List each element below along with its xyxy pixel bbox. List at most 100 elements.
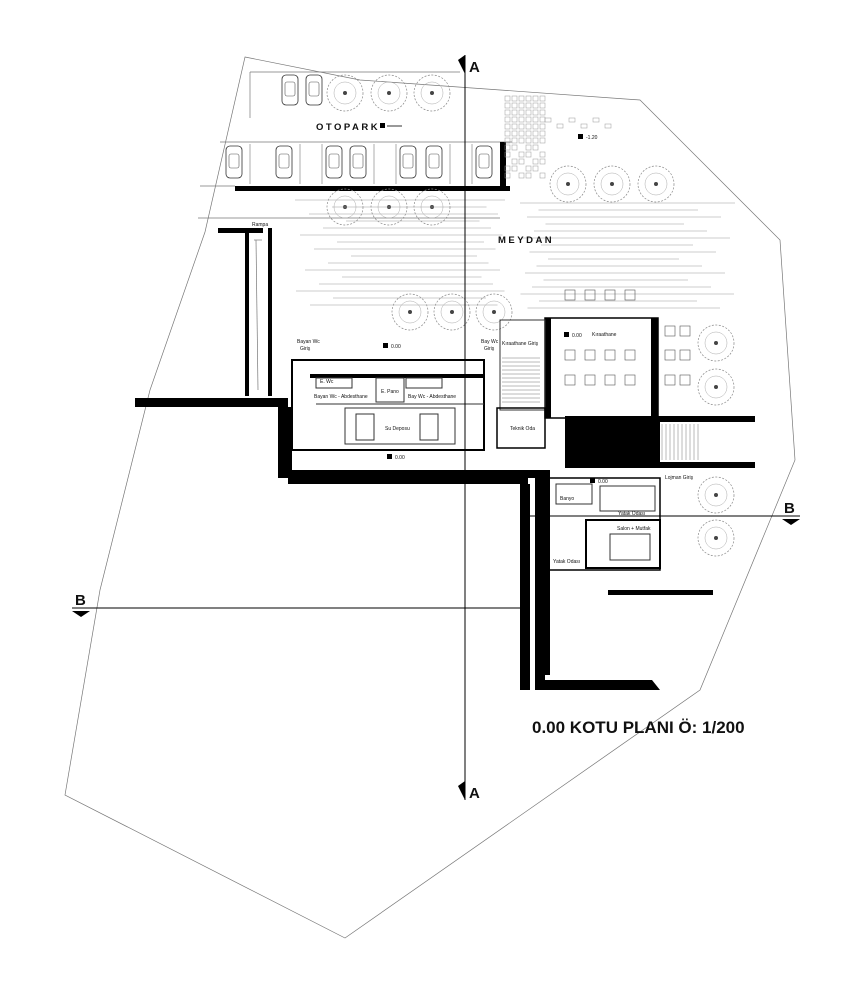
engelli-wc-label: E. Wc xyxy=(320,379,334,385)
tree-inner xyxy=(704,526,728,550)
car-roof xyxy=(308,81,320,97)
paving-tile xyxy=(511,137,518,144)
otopark-label: OTOPARK xyxy=(316,122,380,133)
bayan-wc-entrance-label-2: Giriş xyxy=(300,346,311,352)
table xyxy=(664,325,676,337)
paving-tile xyxy=(592,117,600,123)
paving-tile xyxy=(532,116,539,123)
paving-tile xyxy=(539,172,546,179)
car-body xyxy=(325,145,343,179)
tree-inner xyxy=(377,81,401,105)
table xyxy=(584,289,596,301)
section-b-right-label: B xyxy=(784,500,795,517)
tree-canopy xyxy=(637,165,675,203)
paving-tile xyxy=(532,109,539,116)
tree-trunk xyxy=(714,536,718,540)
paving-tile xyxy=(518,109,525,116)
kiraathane-building xyxy=(496,317,699,468)
paving-tile xyxy=(532,130,539,137)
paving-tile xyxy=(511,130,518,137)
paving-tile xyxy=(518,151,525,158)
tree-trunk xyxy=(714,341,718,345)
tree-icon xyxy=(593,165,631,203)
paving-tile xyxy=(539,109,546,116)
tree-canopy xyxy=(475,293,513,331)
tree-icon xyxy=(697,519,735,557)
paving-tile xyxy=(532,158,539,165)
paving-tile xyxy=(518,158,525,165)
tree-trunk xyxy=(387,91,391,95)
bay-wc-entrance-label-2: Giriş xyxy=(484,346,495,352)
tree-canopy xyxy=(549,165,587,203)
paving-tile xyxy=(539,116,546,123)
tree-icon xyxy=(370,74,408,112)
paving-tile xyxy=(525,137,532,144)
table xyxy=(564,349,576,361)
car-body xyxy=(425,145,443,179)
tree-canopy xyxy=(697,368,735,406)
tree-icon xyxy=(697,476,735,514)
paving-tile xyxy=(504,123,511,130)
paving-tile xyxy=(518,172,525,179)
car xyxy=(281,74,299,106)
site-boundary xyxy=(64,56,796,939)
tree-icon xyxy=(697,368,735,406)
paving-tile xyxy=(525,172,532,179)
paving-tile xyxy=(511,95,518,102)
paving-tile xyxy=(525,165,532,172)
e-pano-label: E. Pano xyxy=(381,389,399,395)
car xyxy=(325,145,343,179)
lojman-building xyxy=(547,477,661,571)
car-roof xyxy=(352,153,364,169)
rampa-label: Rampa xyxy=(252,222,268,228)
car-body xyxy=(349,145,367,179)
paving-tile xyxy=(539,151,546,158)
car-body xyxy=(275,145,293,179)
paving-tile xyxy=(525,151,532,158)
tree-trunk xyxy=(610,182,614,186)
paving-tile xyxy=(525,123,532,130)
paving-tile xyxy=(532,123,539,130)
tree-trunk xyxy=(430,91,434,95)
car-body xyxy=(305,74,323,106)
paving-tile xyxy=(504,95,511,102)
paving-tile xyxy=(532,144,539,151)
table xyxy=(564,289,576,301)
tree-trunk xyxy=(714,493,718,497)
paving-tile xyxy=(518,130,525,137)
su-deposu-label: Su Deposu xyxy=(385,426,410,432)
kiraathane-label: Kıraathane xyxy=(592,332,617,338)
plaza-paving xyxy=(295,199,735,309)
car xyxy=(275,145,293,179)
tree-canopy xyxy=(433,293,471,331)
tree-canopy xyxy=(697,519,735,557)
tree-inner xyxy=(704,331,728,355)
paving-tile xyxy=(568,117,576,123)
car xyxy=(349,145,367,179)
paving-tile xyxy=(511,116,518,123)
tree-inner xyxy=(333,81,357,105)
bay-wc-abdesthane-label: Bay Wc - Abdesthane xyxy=(408,394,456,400)
bayan-wc-abdesthane-label: Bayan Wc - Abdesthane xyxy=(314,394,368,400)
car-roof xyxy=(328,153,340,169)
paving-tile xyxy=(504,102,511,109)
paving-tile xyxy=(511,102,518,109)
tree-icon xyxy=(433,293,471,331)
car-roof xyxy=(478,153,490,169)
bayan-wc-entrance-label: Bayan Wc xyxy=(297,339,320,345)
level-1: 0.00 xyxy=(391,344,401,350)
table xyxy=(604,349,616,361)
tree-inner xyxy=(440,300,464,324)
paving-tile xyxy=(511,109,518,116)
table xyxy=(564,374,576,386)
car-roof xyxy=(228,153,240,169)
tree-inner xyxy=(482,300,506,324)
tree-canopy xyxy=(391,293,429,331)
tree-inner xyxy=(420,81,444,105)
paving-tile xyxy=(504,172,511,179)
paving-tile xyxy=(525,116,532,123)
paving-tile xyxy=(504,137,511,144)
teknik-oda-label: Teknik Oda xyxy=(510,426,535,432)
paving-tile xyxy=(532,95,539,102)
paving-tile xyxy=(532,137,539,144)
